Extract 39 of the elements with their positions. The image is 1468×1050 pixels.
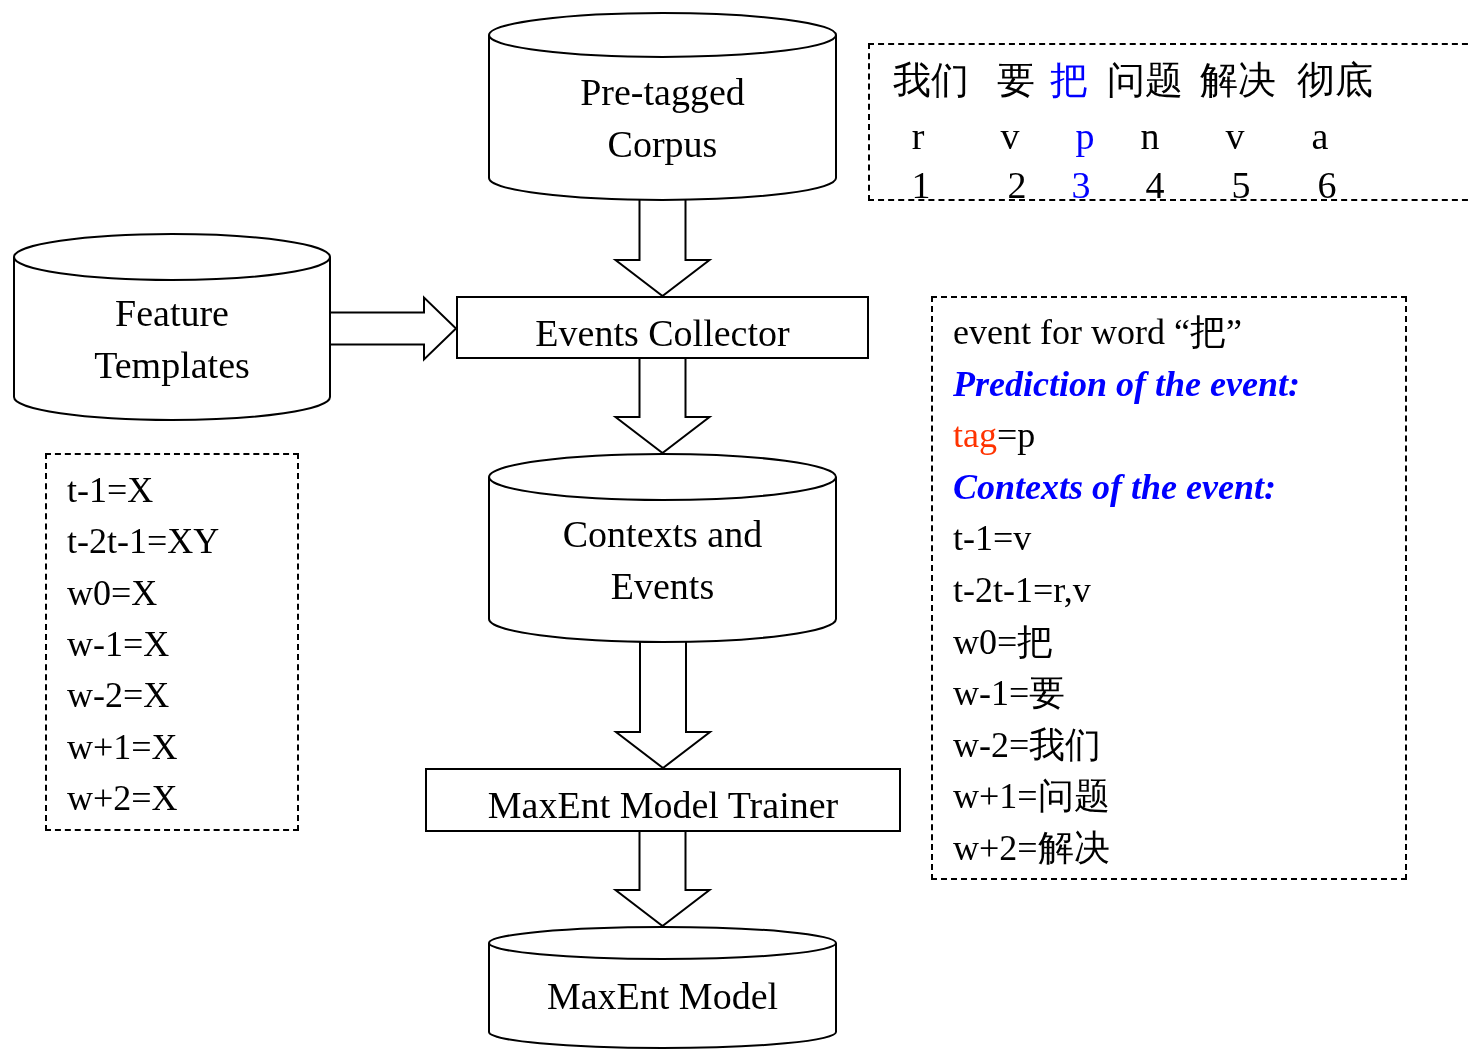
database-cylinder [488,12,837,201]
block-arrow [612,830,713,928]
note-line: event for word “把” [953,311,1242,354]
note-line: w-1=要 [953,672,1066,716]
database-cylinder [13,233,331,421]
note-line: t-1=v [953,517,1032,561]
note-line: w+2=解决 [953,827,1110,870]
database-cylinder [488,926,837,1049]
note-line: Contexts of the event: [953,465,1276,509]
process-box: MaxEnt Model Trainer [425,768,901,832]
note-line: w+2=X [67,776,178,820]
note-line: t-1=X [67,469,154,512]
note-box [45,453,299,831]
block-arrow [330,295,458,362]
note-box [931,296,1407,880]
tagged-sentence-row-text: 我们 要 把 问题 解决 彻底 [892,58,1374,103]
tagged-sentence-row-text: r v p n v a [910,114,1330,159]
block-arrow [612,199,713,298]
note-line: t-2t-1=XY [67,520,220,564]
note-line: Prediction of the event: [953,362,1300,406]
note-line: w-2=X [67,674,170,718]
database-cylinder [488,453,837,643]
node-label: Contexts and Events [561,511,764,609]
note-line: w+1=X [67,725,178,769]
note-line: t-2t-1=r,v [953,569,1091,612]
node-label: Feature Templates [93,290,251,388]
node-label: Pre-tagged Corpus [579,69,746,167]
note-line: w0=X [67,571,158,615]
process-box: Events Collector [456,296,869,359]
note-line: tag=p [953,414,1036,458]
block-arrow [612,357,713,455]
note-line: w+1=问题 [953,775,1110,819]
tagged-sentence-row-text: 1 2 3 4 5 6 [910,163,1338,208]
note-box [868,43,1468,201]
note-line: w-1=X [67,622,170,666]
note-line: w-2=我们 [953,723,1102,767]
node-label: MaxEnt Model [546,973,779,1019]
block-arrow [613,641,713,770]
note-line: w0=把 [953,620,1054,664]
